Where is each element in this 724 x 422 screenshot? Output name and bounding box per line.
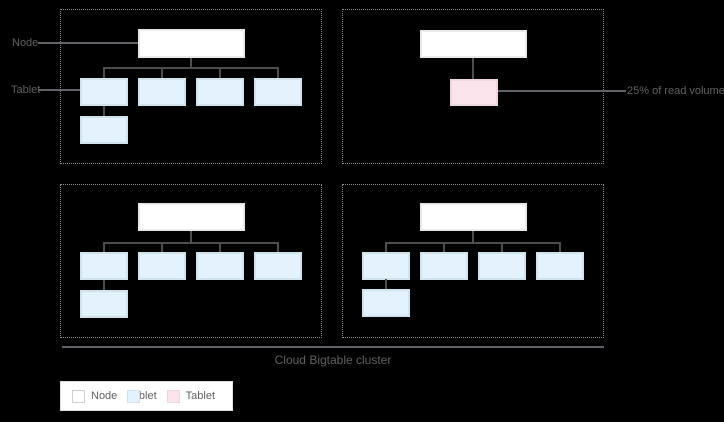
connector-line bbox=[103, 280, 105, 290]
legend: Node Tablet Tablet bbox=[60, 381, 233, 411]
read-volume-pointer-line bbox=[498, 90, 626, 92]
tablet-box bbox=[80, 78, 128, 106]
connector-line bbox=[385, 242, 387, 252]
connector-line bbox=[190, 231, 192, 243]
cluster-title: Cloud Bigtable cluster bbox=[274, 353, 392, 367]
connector-line bbox=[559, 242, 561, 252]
legend-label: Node bbox=[91, 389, 118, 402]
node-box bbox=[138, 203, 245, 231]
connector-line bbox=[103, 242, 279, 244]
legend-item-hot-tablet: Tablet bbox=[166, 389, 216, 403]
connector-line bbox=[103, 67, 105, 79]
tablet-box bbox=[420, 252, 468, 280]
connector-line bbox=[385, 279, 387, 289]
connector-line bbox=[219, 67, 221, 79]
legend-item-tablet: Tablet bbox=[127, 389, 157, 403]
connector-line bbox=[190, 58, 192, 68]
node-zone-4 bbox=[342, 184, 604, 338]
connector-line bbox=[443, 242, 445, 252]
connector-line bbox=[103, 242, 105, 252]
legend-label: Tablet bbox=[185, 389, 216, 402]
read-volume-label: 25% of read volume bbox=[627, 85, 724, 97]
node-box bbox=[138, 29, 245, 58]
tablet-box bbox=[254, 252, 302, 280]
node-box bbox=[420, 30, 527, 58]
tablet-box bbox=[80, 290, 128, 318]
connector-line bbox=[472, 58, 474, 79]
node-zone-3 bbox=[60, 184, 322, 338]
cluster-bracket-line bbox=[62, 346, 604, 348]
tablet-box bbox=[478, 252, 526, 280]
node-swatch-icon bbox=[72, 389, 85, 403]
tablet-box bbox=[254, 78, 302, 106]
connector-line bbox=[472, 231, 474, 243]
connector-line bbox=[277, 67, 279, 79]
connector-line bbox=[277, 242, 279, 252]
tablet-box bbox=[80, 252, 128, 280]
node-zone-2 bbox=[342, 9, 604, 164]
tablet-callout-label: Tablet bbox=[11, 84, 41, 96]
node-callout-label: Node bbox=[12, 37, 39, 49]
connector-line bbox=[103, 67, 279, 69]
tablet-box bbox=[536, 252, 584, 280]
connector-line bbox=[103, 106, 105, 116]
tablet-box bbox=[196, 78, 244, 106]
node-zone-1 bbox=[60, 9, 322, 164]
tablet-box bbox=[138, 252, 186, 280]
connector-line bbox=[161, 67, 163, 79]
node-box bbox=[420, 203, 527, 231]
tablet-box bbox=[138, 78, 186, 106]
hot-tablet-swatch-icon bbox=[166, 389, 180, 403]
tablet-pointer-line bbox=[38, 89, 80, 91]
tablet-box bbox=[80, 116, 128, 144]
connector-line bbox=[219, 242, 221, 252]
node-pointer-line bbox=[38, 42, 138, 44]
tablet-box bbox=[362, 252, 410, 280]
connector-line bbox=[385, 242, 561, 244]
connector-line bbox=[501, 242, 503, 252]
tablet-box bbox=[362, 289, 410, 317]
tablet-box bbox=[196, 252, 244, 280]
legend-item-node: Node bbox=[72, 389, 118, 403]
connector-line bbox=[161, 242, 163, 252]
tablet-swatch-icon bbox=[127, 389, 141, 403]
hot-tablet-box bbox=[450, 79, 498, 106]
